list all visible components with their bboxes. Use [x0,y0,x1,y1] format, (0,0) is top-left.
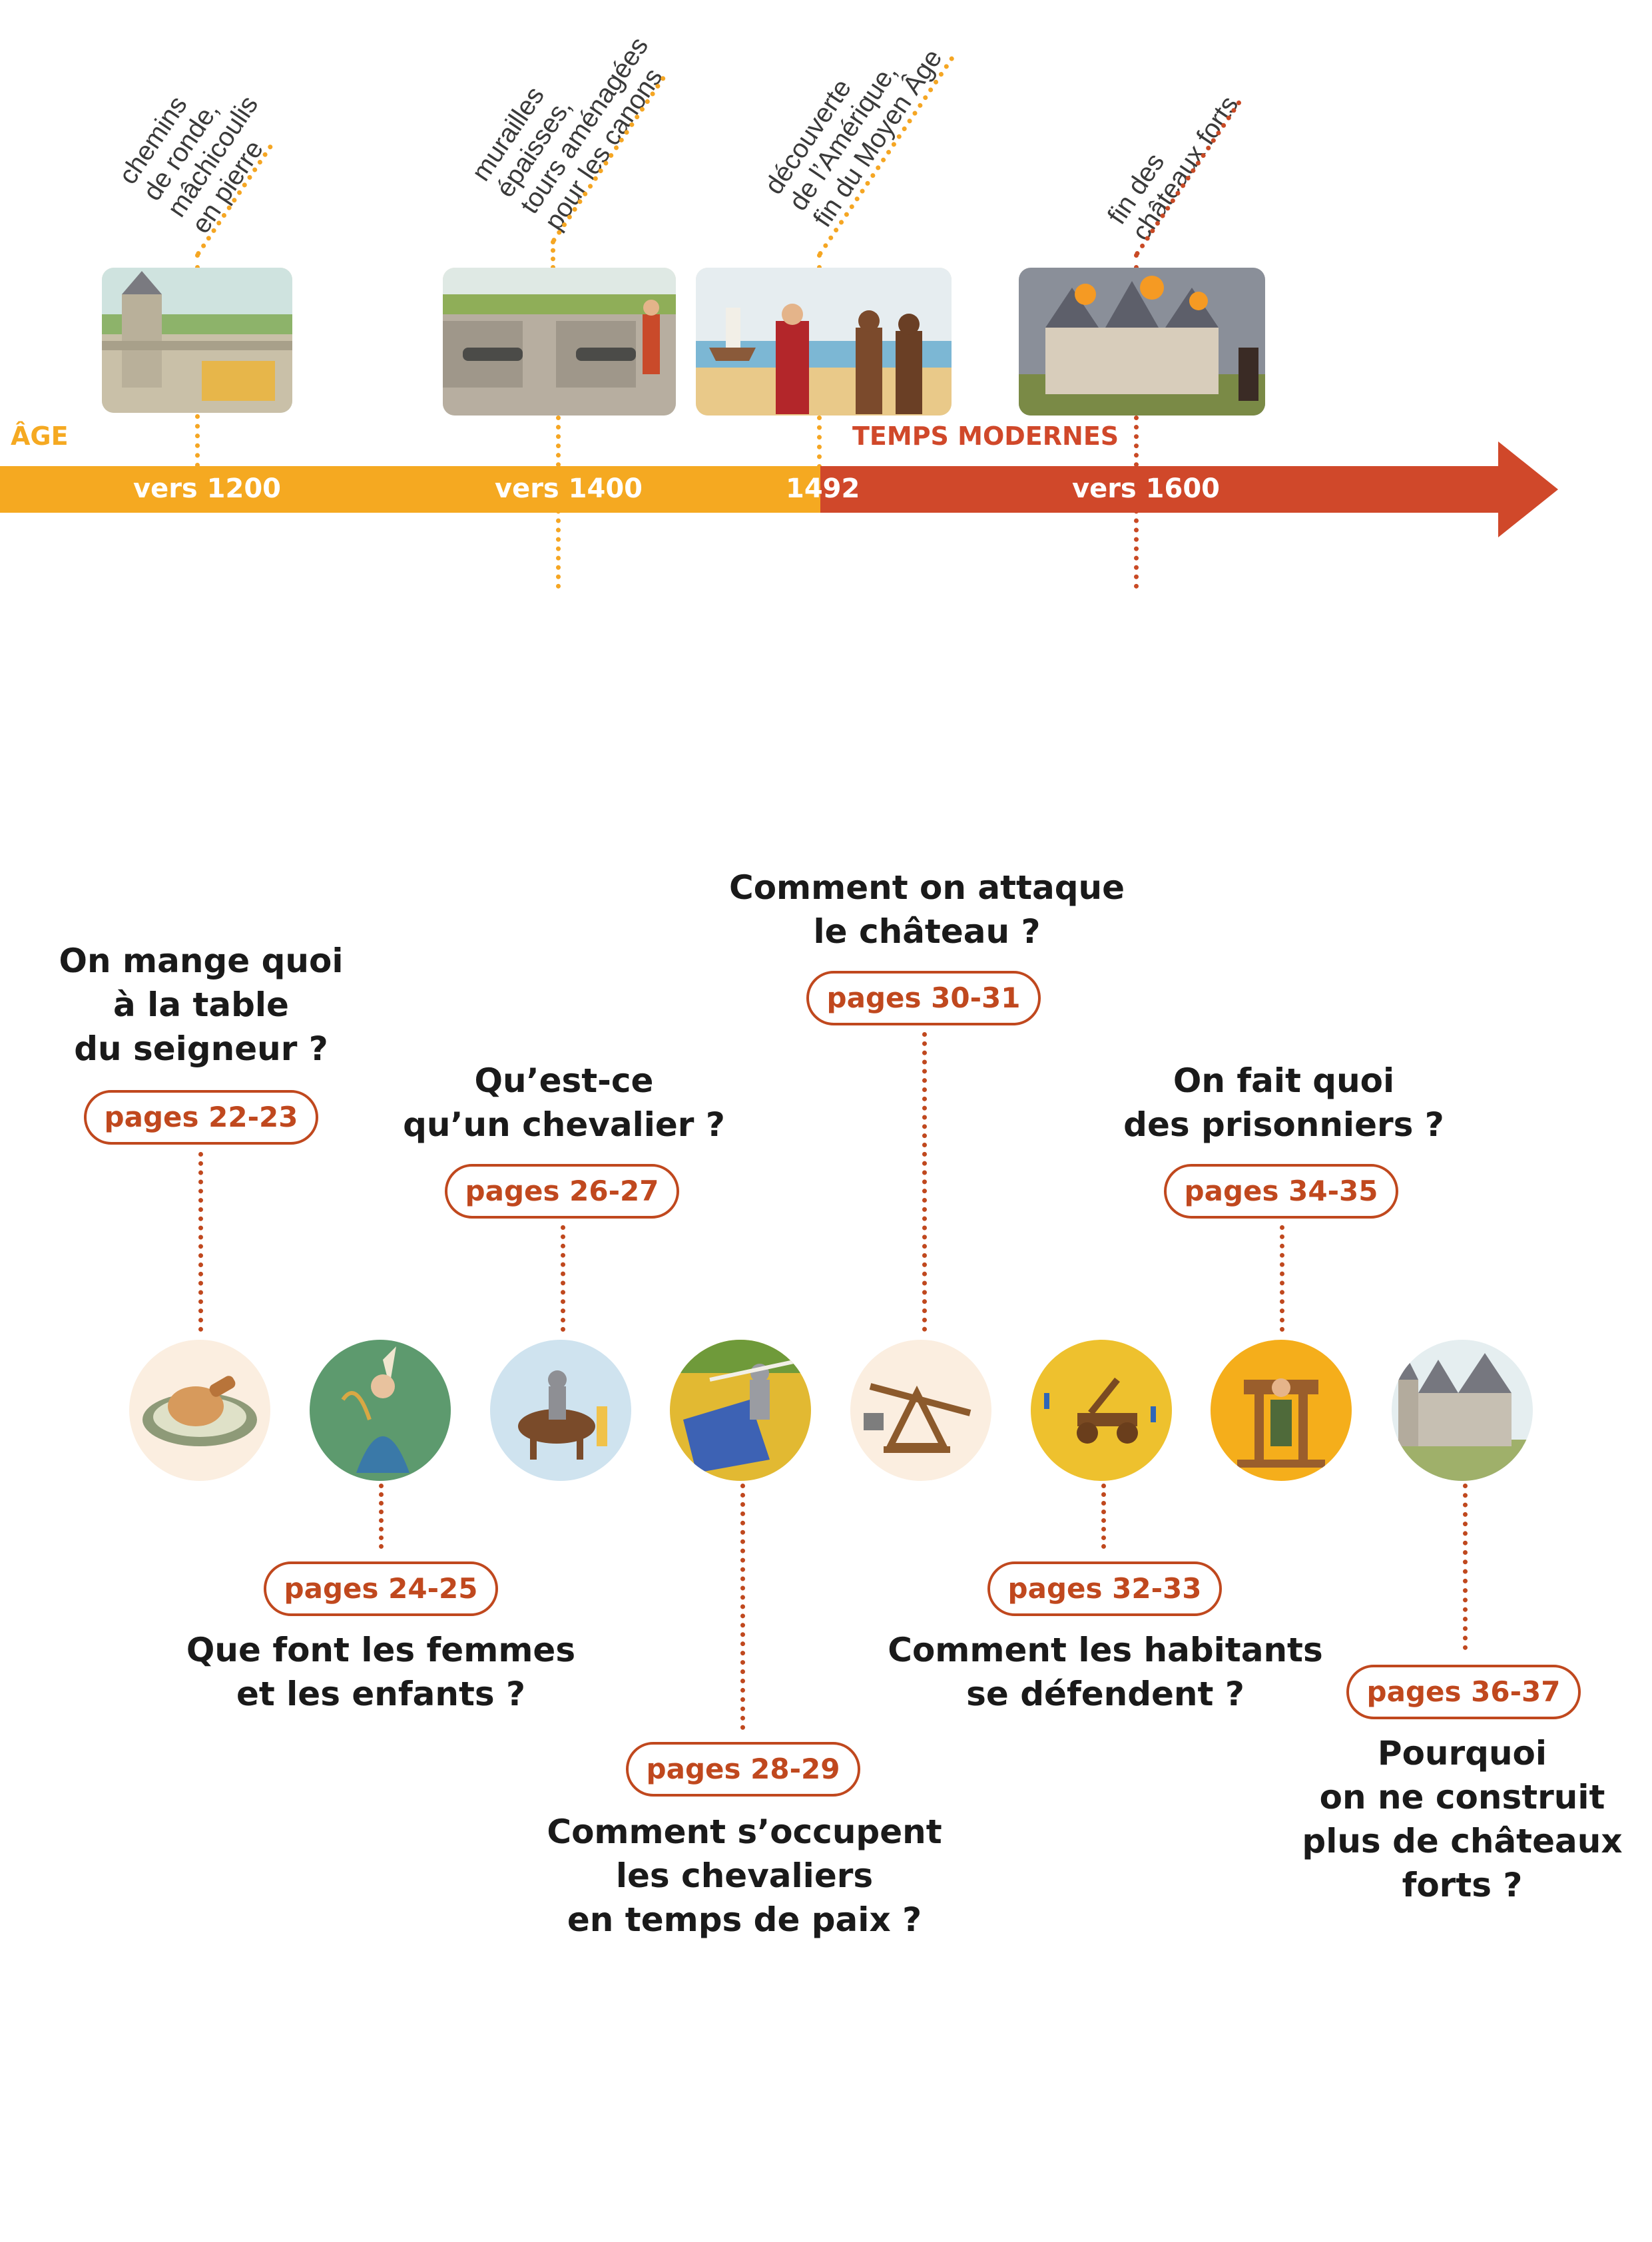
topic-connector [1101,1484,1106,1549]
topic-question: Comment les habitants se défendent ? [888,1631,1323,1713]
leader-v-1 [195,253,200,270]
era-label-temps-modernes: TEMPS MODERNES [852,421,1119,451]
leader-v-4 [1134,253,1139,270]
cannons-image [443,268,676,416]
timeline-bar-temps-modernes [820,466,1500,513]
knight-horse-icon [490,1340,631,1481]
leader-down-1200 [195,414,200,467]
topic-question: Pourquoi on ne construit plus de château… [1302,1734,1623,1904]
timeline-bar-moyen-age [0,466,826,513]
topic-connector [922,1032,927,1332]
topic-connector [561,1225,565,1332]
era-label-moyen-age: ÂGE [11,421,69,451]
lady-harp-icon [310,1340,451,1481]
timeline-label-1400: murailles épaisses, tours aménagées pour… [466,31,669,236]
trebuchet-icon [850,1340,991,1481]
year-1492: 1492 [786,473,860,504]
tournament-icon [670,1340,811,1481]
roast-meat-icon [129,1340,270,1481]
timeline-label-1200: chemins de ronde, mâchicoulis en pierre [113,90,270,239]
topic-question: Comment s’occupent les chevaliers en tem… [547,1813,942,1939]
manor-icon [1392,1340,1533,1481]
year-1600: vers 1600 [1072,473,1220,504]
year-1200: vers 1200 [133,473,281,504]
topic-question: Comment on attaque le château ? [729,868,1125,951]
leader-v-2 [551,240,555,270]
year-1400: vers 1400 [495,473,643,504]
topic-pages-link[interactable]: pages 30-31 [806,971,1041,1025]
topic-question: Qu’est-ce qu’un chevalier ? [403,1061,725,1144]
topic-question: Que font les femmes et les enfants ? [186,1631,576,1713]
timeline-arrowhead [1498,441,1558,537]
leader-v-3 [817,253,822,270]
topic-pages-link[interactable]: pages 26-27 [445,1164,679,1219]
timeline-label-1600: fin des châteaux forts [1102,91,1244,246]
topic-connector [379,1484,384,1549]
topic-pages-link[interactable]: pages 36-37 [1346,1665,1581,1719]
topic-connector [740,1484,745,1730]
topic-pages-link[interactable]: pages 22-23 [84,1090,318,1145]
topic-pages-link[interactable]: pages 24-25 [264,1561,498,1616]
topic-connector [1463,1484,1468,1650]
leader-down-1492 [817,416,822,469]
pillory-icon [1211,1340,1352,1481]
topic-pages-link[interactable]: pages 34-35 [1164,1164,1398,1219]
topic-pages-link[interactable]: pages 28-29 [626,1742,860,1797]
columbus-image [696,268,952,416]
topic-pages-link[interactable]: pages 32-33 [987,1561,1222,1616]
topic-connector [1280,1225,1284,1332]
burning-castle-image [1019,268,1265,416]
topic-question: On fait quoi des prisonniers ? [1123,1061,1444,1144]
castle-walls-image [102,268,292,413]
topic-connector [198,1152,203,1332]
topic-question: On mange quoi à la table du seigneur ? [59,942,344,1068]
catapult-icon [1031,1340,1172,1481]
